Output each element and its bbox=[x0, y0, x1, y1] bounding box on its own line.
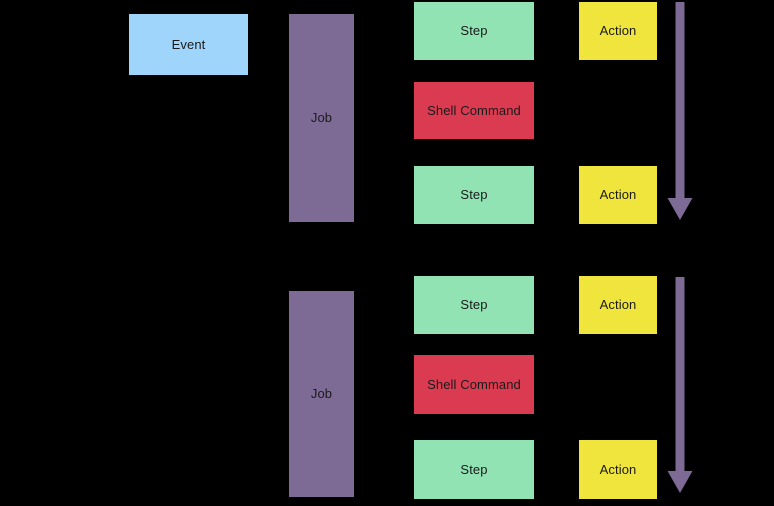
node-label: Action bbox=[599, 187, 637, 203]
node-job[interactable]: Job bbox=[289, 291, 354, 497]
node-label: Step bbox=[460, 461, 488, 477]
node-action[interactable]: Action bbox=[579, 2, 657, 60]
node-event[interactable]: Event bbox=[129, 14, 248, 75]
node-action[interactable]: Action bbox=[579, 166, 657, 224]
node-shell-command[interactable]: Shell Command bbox=[414, 355, 534, 414]
node-label: Job bbox=[310, 386, 333, 402]
node-label: Action bbox=[599, 461, 637, 477]
node-action[interactable]: Action bbox=[579, 276, 657, 334]
node-action[interactable]: Action bbox=[579, 440, 657, 499]
node-step[interactable]: Step bbox=[414, 276, 534, 334]
node-label: Event bbox=[171, 36, 206, 52]
node-label: Step bbox=[460, 187, 488, 203]
node-label: Step bbox=[460, 297, 488, 313]
node-label: Shell Command bbox=[427, 376, 521, 392]
node-label: Action bbox=[599, 297, 637, 313]
flow-arrow-down-icon bbox=[664, 277, 696, 493]
node-label: Shell Command bbox=[427, 102, 521, 118]
node-label: Job bbox=[310, 110, 333, 126]
node-step[interactable]: Step bbox=[414, 440, 534, 499]
node-job[interactable]: Job bbox=[289, 14, 354, 222]
node-shell-command[interactable]: Shell Command bbox=[414, 82, 534, 139]
node-step[interactable]: Step bbox=[414, 2, 534, 60]
flow-arrow-down-icon bbox=[664, 2, 696, 220]
node-label: Action bbox=[599, 23, 637, 39]
node-step[interactable]: Step bbox=[414, 166, 534, 224]
node-label: Step bbox=[460, 23, 488, 39]
